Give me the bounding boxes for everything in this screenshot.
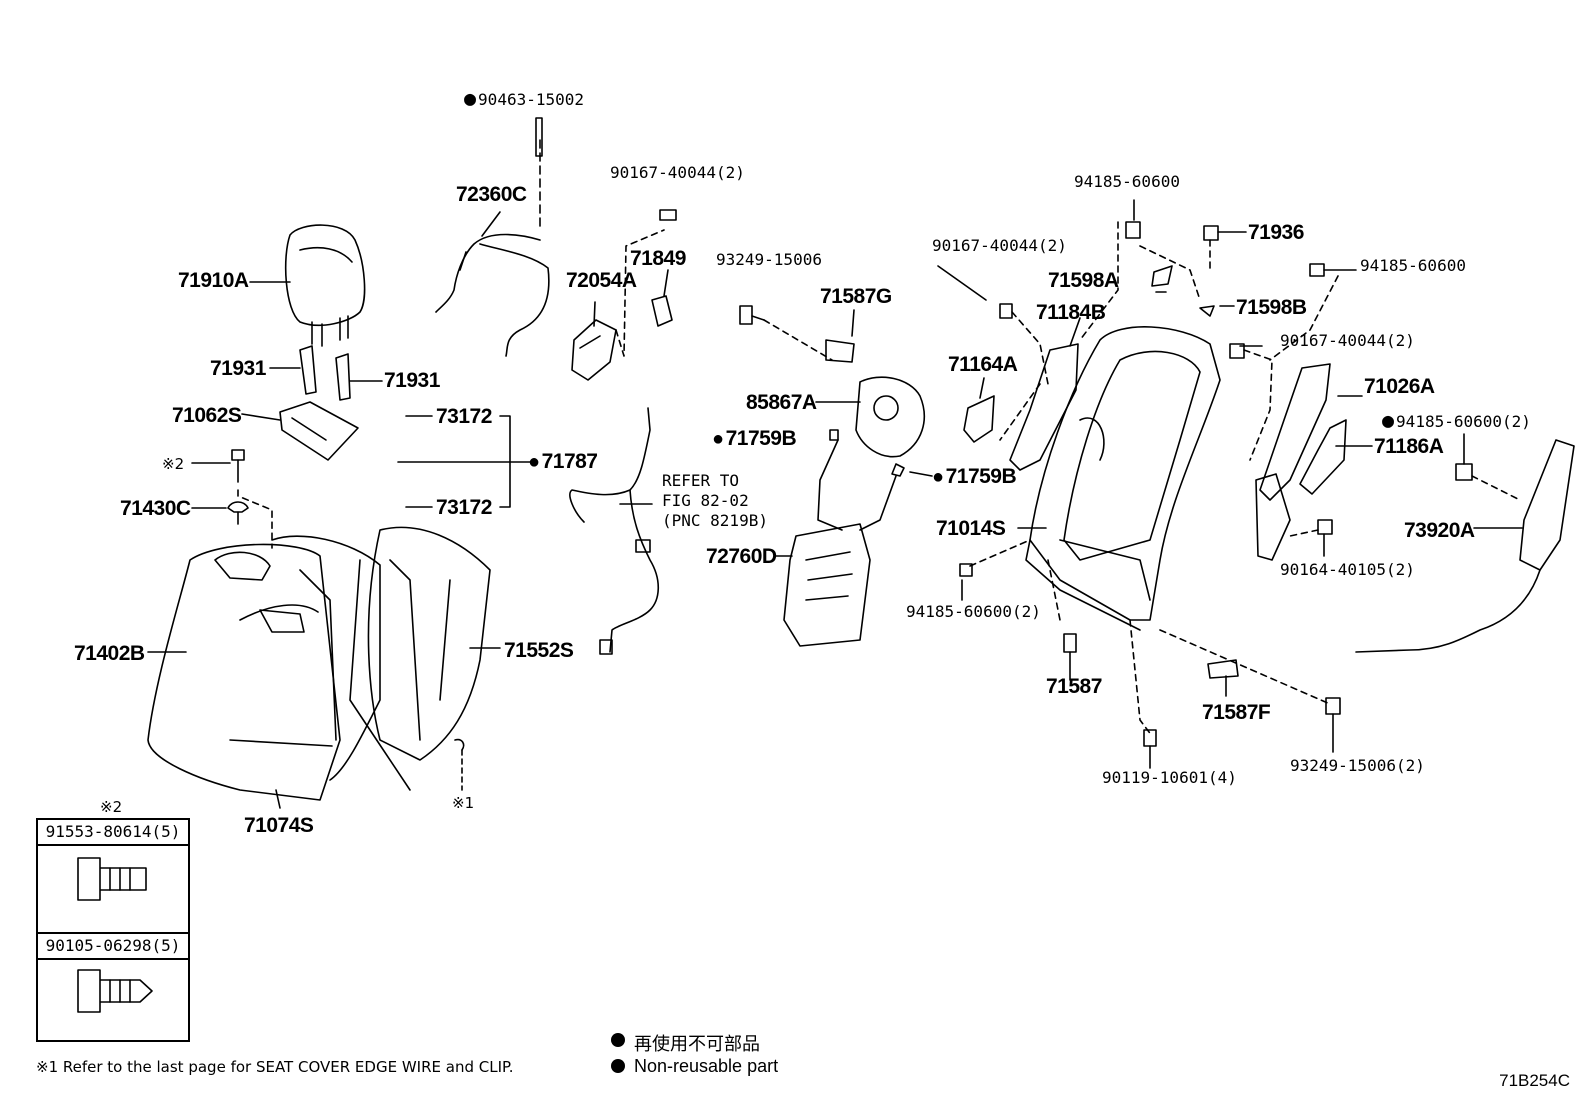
- part-label-71598B[interactable]: 71598B: [1236, 296, 1307, 319]
- part-label-90167-a[interactable]: 90167-40044(2): [610, 163, 745, 182]
- seat-frame-drawing: [959, 326, 1341, 747]
- seatback-cover-drawing: [147, 535, 381, 801]
- trim-cover-drawing: [241, 401, 359, 461]
- bolt-row-2-label[interactable]: 90105-06298(5): [38, 932, 188, 960]
- part-label-71931-a[interactable]: 71931: [210, 357, 266, 380]
- part-label-71587[interactable]: 71587: [1046, 675, 1102, 698]
- center-screw-drawing: [739, 305, 925, 647]
- part-label-94185-top[interactable]: 94185-60600: [1074, 172, 1180, 191]
- figure-code: 71B254C: [1499, 1071, 1570, 1090]
- part-label-90167-c[interactable]: 90167-40044(2): [1280, 331, 1415, 350]
- clip-drawing: [191, 449, 273, 549]
- part-label-90164[interactable]: 90164-40105(2): [1280, 560, 1415, 579]
- part-label-71759B-a[interactable]: 71759B: [712, 428, 797, 449]
- part-label-71074S[interactable]: 71074S: [244, 814, 314, 837]
- part-label-72360C[interactable]: 72360C: [456, 183, 527, 206]
- legend-dots: [611, 1033, 625, 1073]
- part-label-71936[interactable]: 71936: [1248, 221, 1304, 244]
- part-label-85867A[interactable]: 85867A: [746, 391, 817, 414]
- right-components-drawing: [1229, 263, 1575, 653]
- refer-line-1[interactable]: REFER TO: [662, 471, 740, 490]
- part-label-73172-b[interactable]: 73172: [436, 496, 492, 519]
- part-label-71910A[interactable]: 71910A: [178, 269, 249, 292]
- refer-line-3[interactable]: (PNC 8219B): [662, 511, 768, 530]
- bolt-icons: [77, 857, 153, 1013]
- part-label-71062S[interactable]: 71062S: [172, 404, 242, 427]
- part-label-71402B[interactable]: 71402B: [74, 642, 145, 665]
- harness-drawing: [569, 407, 660, 655]
- bolt-table: 91553-80614(5) 90105-06298(5): [36, 818, 190, 1042]
- part-label-94185-2[interactable]: 94185-60600(2): [1382, 410, 1531, 430]
- bolt-row-1-label[interactable]: 91553-80614(5): [38, 820, 188, 846]
- legend-jp: 再使用不可部品: [634, 1034, 760, 1054]
- part-label-90463[interactable]: 90463-15002: [464, 88, 584, 108]
- part-label-71186A[interactable]: 71186A: [1374, 435, 1444, 458]
- part-label-71026A[interactable]: 71026A: [1364, 375, 1435, 398]
- headrest-drawing: [284, 224, 366, 347]
- note-mark-1: ※1: [452, 794, 475, 812]
- footnote: ※1 Refer to the last page for SEAT COVER…: [36, 1058, 514, 1076]
- part-label-72760D[interactable]: 72760D: [706, 545, 777, 568]
- part-label-73172-a[interactable]: 73172: [436, 405, 492, 428]
- note-mark-2: ※2: [162, 455, 185, 473]
- part-label-71931-b[interactable]: 71931: [384, 369, 440, 392]
- legend-en: Non-reusable part: [634, 1056, 779, 1076]
- part-label-71759B-b[interactable]: 71759B: [932, 466, 1017, 487]
- wire-drawing: [435, 117, 550, 357]
- side-bracket-drawing: [963, 221, 1247, 471]
- part-label-71184B[interactable]: 71184B: [1036, 301, 1106, 324]
- part-label-71598A[interactable]: 71598A: [1048, 269, 1119, 292]
- leader-lines: [249, 199, 1334, 809]
- part-label-71787[interactable]: 71787: [528, 451, 598, 472]
- part-label-93249-b[interactable]: 93249-15006(2): [1290, 756, 1425, 775]
- part-label-94185-right[interactable]: 94185-60600: [1360, 256, 1466, 275]
- part-label-72054A[interactable]: 72054A: [566, 269, 637, 292]
- part-label-94185-bot[interactable]: 94185-60600(2): [906, 602, 1041, 621]
- part-label-73920A[interactable]: 73920A: [1404, 519, 1475, 542]
- part-label-71552S[interactable]: 71552S: [504, 639, 574, 662]
- part-label-90167-b[interactable]: 90167-40044(2): [932, 236, 1067, 255]
- back-panel-drawing: [349, 526, 501, 791]
- part-label-71014S[interactable]: 71014S: [936, 517, 1006, 540]
- part-label-71430C[interactable]: 71430C: [120, 497, 191, 520]
- headrest-guide-drawing: [269, 345, 383, 401]
- part-label-71587F[interactable]: 71587F: [1202, 701, 1271, 724]
- bracket-drawing: [571, 209, 677, 381]
- part-label-71587G[interactable]: 71587G: [820, 285, 892, 308]
- part-label-93249-a[interactable]: 93249-15006: [716, 250, 822, 269]
- refer-line-2[interactable]: FIG 82-02: [662, 491, 749, 510]
- part-label-71849[interactable]: 71849: [630, 247, 686, 270]
- part-label-71164A[interactable]: 71164A: [948, 353, 1018, 376]
- box-mark-2: ※2: [100, 798, 123, 816]
- part-label-90119[interactable]: 90119-10601(4): [1102, 768, 1237, 787]
